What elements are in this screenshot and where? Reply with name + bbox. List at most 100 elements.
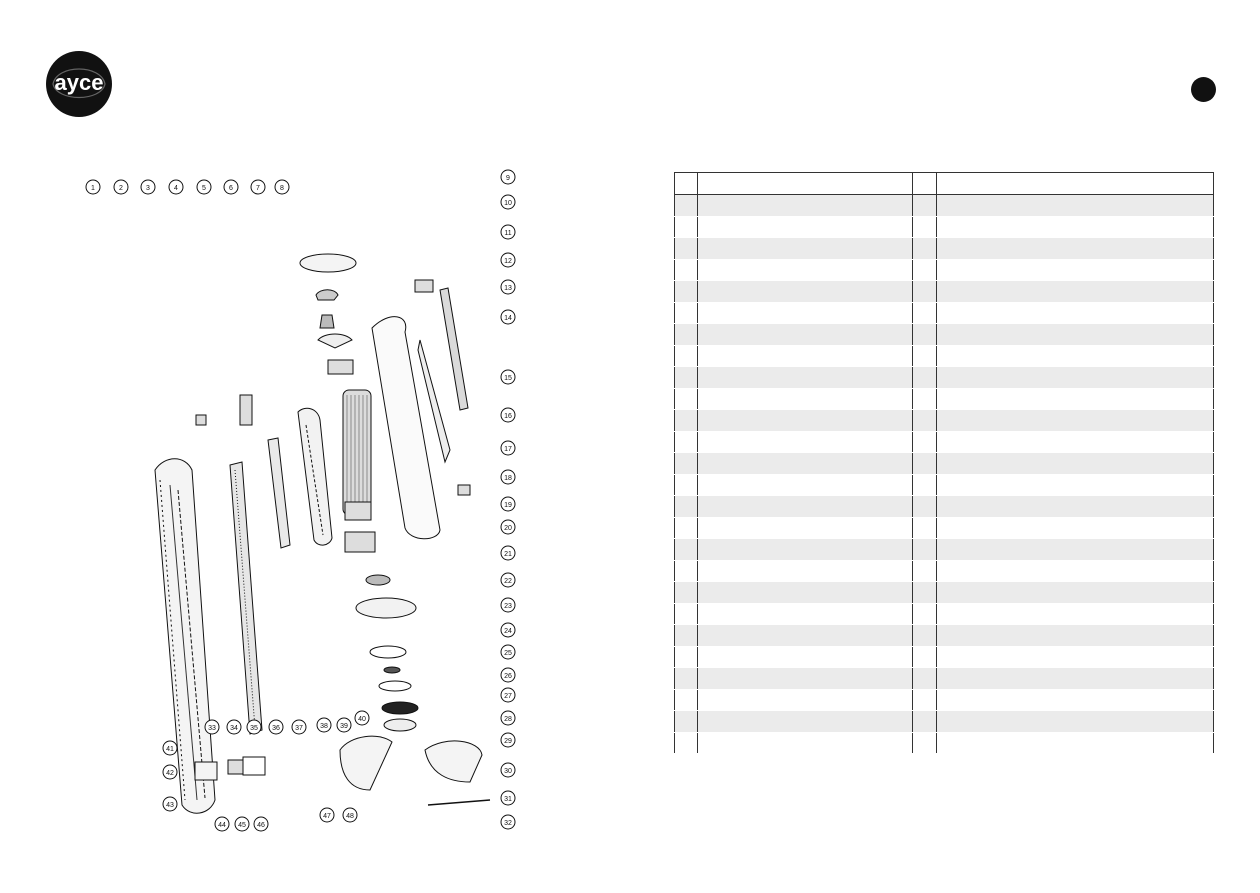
table-cell	[912, 280, 937, 303]
callout-circle	[246, 719, 262, 735]
table-cell	[936, 646, 1214, 668]
table-cell	[697, 216, 913, 238]
table-cell	[674, 732, 698, 754]
callout-number: 29	[504, 738, 512, 745]
callout-circle	[500, 732, 516, 748]
table-cell	[912, 732, 937, 754]
table-cell	[674, 495, 698, 518]
table-cell	[697, 388, 913, 410]
callout-number: 34	[230, 725, 238, 732]
table-cell	[674, 517, 698, 539]
callout-circle	[500, 545, 516, 561]
table-cell	[936, 603, 1214, 625]
table-cell	[697, 345, 913, 367]
callout-circle	[500, 762, 516, 778]
table-cell	[674, 538, 698, 561]
callout-number: 22	[504, 578, 512, 585]
table-cell	[697, 667, 913, 690]
table-row	[674, 495, 1214, 518]
callout-circle	[500, 667, 516, 683]
table-cell	[697, 452, 913, 475]
table-cell	[697, 323, 913, 346]
table-cell	[697, 646, 913, 668]
table-cell	[697, 538, 913, 561]
table-row	[674, 388, 1214, 410]
callout-number: 24	[504, 628, 512, 635]
callout-circle	[168, 179, 184, 195]
table-cell	[936, 366, 1214, 389]
table-cell	[697, 581, 913, 604]
table-cell	[912, 345, 937, 367]
table-cell	[674, 388, 698, 410]
table-cell	[912, 366, 937, 389]
callout-number: 19	[504, 502, 512, 509]
table-cell	[697, 689, 913, 711]
callout-circle	[223, 179, 239, 195]
table-row	[674, 732, 1214, 754]
callout-number: 42	[166, 770, 174, 777]
table-cell	[674, 302, 698, 324]
callout-number: 1	[91, 185, 95, 192]
table-cell	[936, 216, 1214, 238]
table-row	[674, 646, 1214, 668]
table-cell	[936, 409, 1214, 432]
table-cell	[912, 452, 937, 475]
callout-number: 25	[504, 650, 512, 657]
table-cell	[674, 323, 698, 346]
callout-number: 36	[272, 725, 280, 732]
callout-circle	[500, 496, 516, 512]
callout-circle	[500, 687, 516, 703]
callout-circle	[291, 719, 307, 735]
table-cell	[912, 560, 937, 582]
table-row	[674, 431, 1214, 453]
table-cell	[697, 603, 913, 625]
table-cell	[912, 323, 937, 346]
table-cell	[674, 710, 698, 733]
table-cell	[697, 710, 913, 733]
table-cell	[697, 474, 913, 496]
table-cell	[697, 409, 913, 432]
table-row	[674, 237, 1214, 260]
callout-circle	[500, 309, 516, 325]
table-row	[674, 667, 1214, 690]
callout-circle	[500, 279, 516, 295]
header-no-right	[912, 172, 937, 195]
table-cell	[936, 323, 1214, 346]
table-row	[674, 474, 1214, 496]
table-row	[674, 452, 1214, 475]
callout-number: 13	[504, 285, 512, 292]
table-cell	[674, 646, 698, 668]
table-cell	[936, 388, 1214, 410]
table-cell	[674, 366, 698, 389]
callout-circle	[268, 719, 284, 735]
table-row	[674, 323, 1214, 346]
brand-logo: ayce	[45, 50, 113, 118]
table-cell	[697, 517, 913, 539]
table-cell	[912, 689, 937, 711]
callout-number: 18	[504, 475, 512, 482]
table-row	[674, 710, 1214, 733]
callout-number: 17	[504, 446, 512, 453]
table-cell	[912, 667, 937, 690]
callout-number: 6	[229, 185, 233, 192]
table-cell	[674, 409, 698, 432]
callout-circle	[500, 169, 516, 185]
table-cell	[912, 495, 937, 518]
table-row	[674, 345, 1214, 367]
table-cell	[674, 431, 698, 453]
callout-number: 20	[504, 525, 512, 532]
table-cell	[936, 495, 1214, 518]
callout-number: 10	[504, 200, 512, 207]
table-cell	[697, 624, 913, 647]
table-cell	[936, 560, 1214, 582]
table-row	[674, 302, 1214, 324]
table-cell	[674, 667, 698, 690]
table-cell	[697, 259, 913, 281]
table-cell	[912, 474, 937, 496]
table-cell	[936, 710, 1214, 733]
callout-circle	[500, 440, 516, 456]
table-cell	[936, 237, 1214, 260]
table-cell	[936, 259, 1214, 281]
table-cell	[936, 581, 1214, 604]
